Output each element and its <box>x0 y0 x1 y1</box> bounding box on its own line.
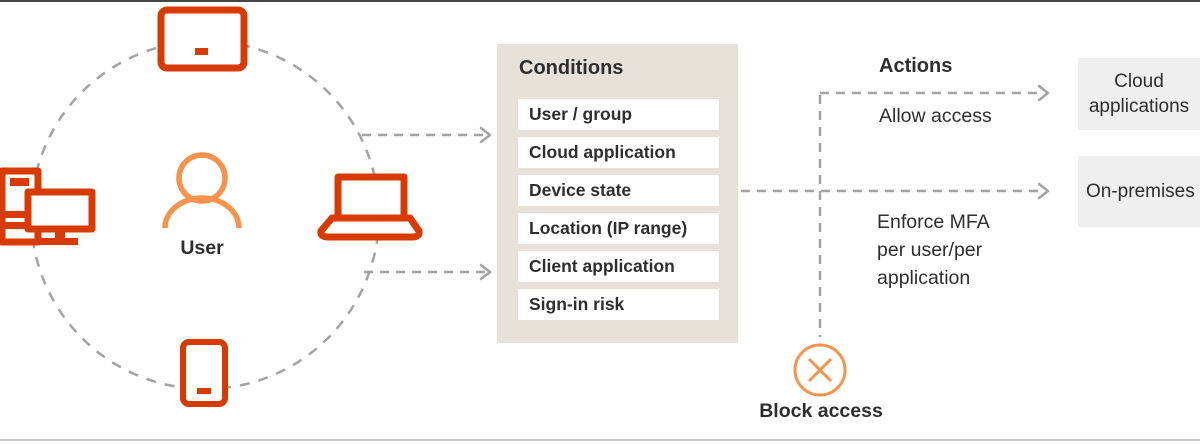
condition-row: Cloud application <box>518 137 719 168</box>
on-premises-label: On-premises <box>1086 180 1195 202</box>
actions-title: Actions <box>879 55 953 77</box>
cloud-applications-box: Cloud applications <box>1078 58 1200 130</box>
on-premises-box: On-premises <box>1078 156 1200 227</box>
conditions-panel: Conditions User / group Cloud applicatio… <box>497 44 738 343</box>
bottom-border <box>0 439 1200 441</box>
arrowhead-icon <box>479 126 492 144</box>
block-access-label: Block access <box>759 400 883 422</box>
user-icon <box>162 152 242 229</box>
condition-row: Device state <box>518 175 719 206</box>
laptop-icon <box>317 173 423 241</box>
enforce-mfa-label: Enforce MFA per user/per application <box>877 211 990 289</box>
condition-row: Sign-in risk <box>518 289 719 320</box>
arrowhead-icon <box>479 263 492 281</box>
conditions-list: User / group Cloud application Device st… <box>518 99 719 320</box>
condition-row: Client application <box>518 251 719 282</box>
phone-icon <box>180 339 228 407</box>
allow-access-label: Allow access <box>879 105 992 127</box>
cloud-applications-label: Cloud applications <box>1088 71 1190 117</box>
user-label: User <box>180 237 224 259</box>
condition-row: User / group <box>518 99 719 130</box>
tablet-icon <box>157 6 248 72</box>
conditions-title: Conditions <box>519 57 624 79</box>
arrowhead-icon <box>1037 182 1050 200</box>
condition-row: Location (IP range) <box>518 213 719 244</box>
block-access-icon <box>793 343 847 397</box>
arrowhead-icon <box>1037 84 1050 102</box>
desktop-icon <box>0 167 96 246</box>
top-border <box>0 0 1200 2</box>
